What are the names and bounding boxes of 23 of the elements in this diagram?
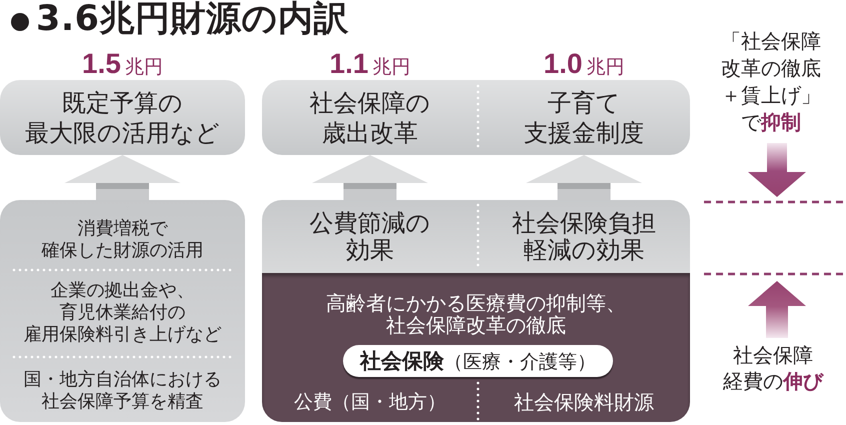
title: 3.6兆円財源の内訳	[36, 0, 350, 40]
panel-text: 社会保険料財源	[513, 390, 655, 414]
panel-text: 公費（国・地方）	[293, 390, 447, 414]
box-text: 国・地方自治体における社会保障予算を精査	[22, 369, 222, 413]
box-text: 公費節減の効果	[308, 210, 432, 264]
box-text: 企業の拠出金や、育児休業給付の雇用保険料引き上げなど	[22, 280, 222, 346]
box-section	[262, 200, 478, 273]
box-text: 子育て支援金制度	[523, 88, 645, 148]
box-text: 社会保障の歳出改革	[308, 88, 432, 148]
arrow	[64, 155, 180, 200]
box-section	[478, 200, 690, 273]
pill-text: 社会保険（医療・介護等）	[358, 348, 597, 375]
box-text: 社会保険負担軽減の効果	[511, 210, 657, 264]
annotation-text: 「社会保障改革の徹底＋賃上げ」で抑制	[720, 28, 822, 136]
arrow	[312, 155, 428, 200]
arrow	[526, 155, 642, 200]
annotation-text: 社会保障経費の伸び	[722, 342, 825, 394]
rounded-box	[0, 200, 245, 422]
panel	[262, 273, 690, 422]
panel-text: 高齢者にかかる医療費の抑制等、社会保障改革の徹底	[325, 292, 627, 336]
category-pill	[343, 345, 613, 377]
box-text: 消費増税で確保した財源の活用	[40, 218, 204, 262]
box-text: 既定予算の最大限の活用など	[24, 88, 221, 148]
